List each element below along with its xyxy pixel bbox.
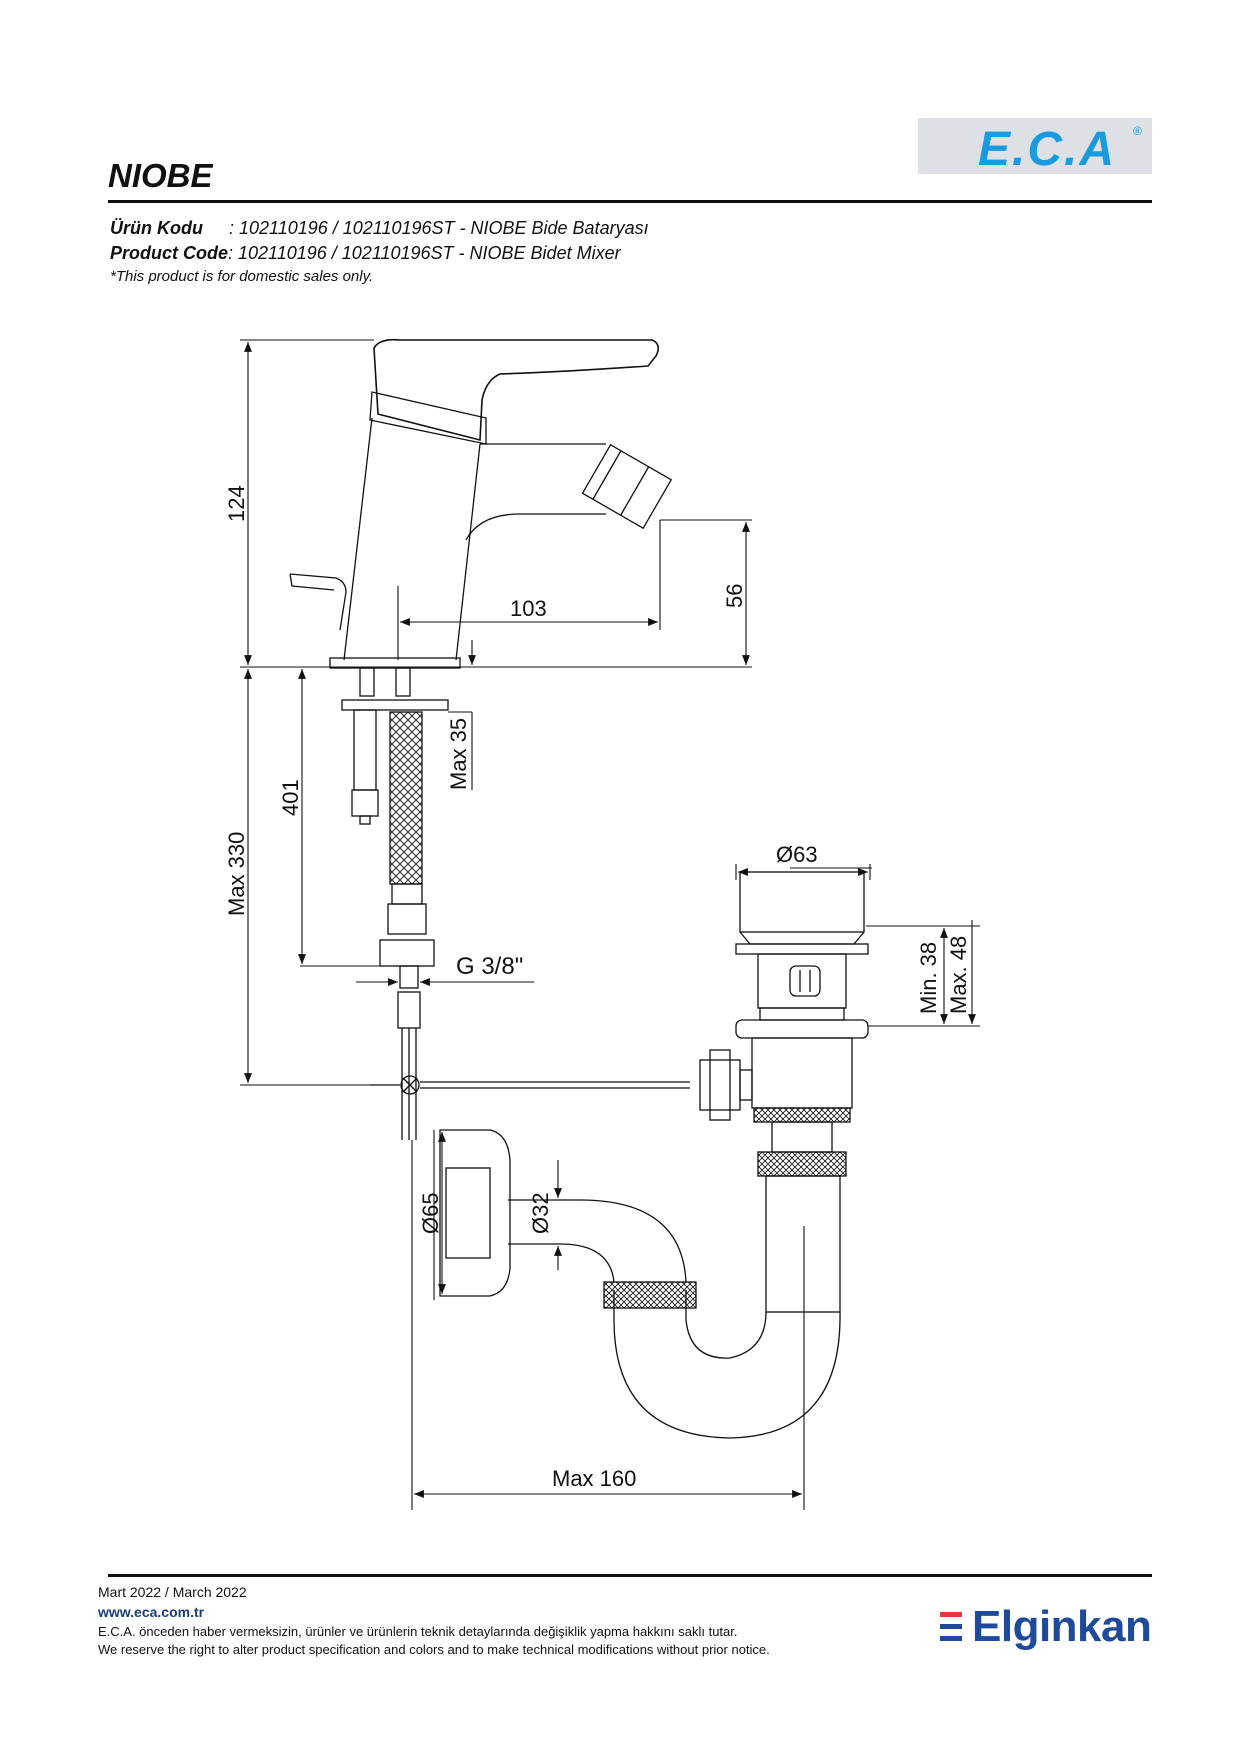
popup-linkage [370, 1075, 690, 1095]
product-code-tr-label: Ürün Kodu [110, 218, 203, 238]
domestic-note: *This product is for domestic sales only… [110, 268, 374, 285]
dim-103: 103 [510, 596, 547, 621]
disclaimer-en: We reserve the right to alter product sp… [98, 1642, 770, 1657]
page-title: NIOBE [108, 157, 213, 194]
siphon-trap [439, 1121, 847, 1439]
footer-date: Mart 2022 / March 2022 [98, 1584, 247, 1600]
dim-56: 56 [722, 584, 747, 608]
footer-rule [108, 1574, 1152, 1577]
product-code-en-label: Product Code [110, 243, 229, 263]
dim-thread: G 3/8" [456, 953, 523, 980]
registered-mark: ® [1133, 124, 1142, 138]
dim-dia-65: Ø65 [418, 1192, 443, 1234]
elginkan-logo-bar-red [940, 1612, 962, 1617]
product-code-tr-value: : 102110196 / 102110196ST - NIOBE Bide B… [228, 218, 649, 238]
mounting-fittings [341, 667, 449, 825]
elginkan-logo: Elginkan [972, 1602, 1152, 1651]
footer-url[interactable]: www.eca.com.tr [98, 1604, 205, 1620]
dim-max-35: Max 35 [446, 718, 471, 790]
dim-max-330: Max 330 [224, 832, 249, 916]
dim-max-160: Max 160 [552, 1466, 636, 1491]
header-rule [108, 200, 1152, 203]
mixer-body [289, 338, 673, 669]
dim-401: 401 [278, 779, 303, 816]
product-code-tr: Ürün Kodu : 102110196 / 102110196ST - NIO… [110, 218, 649, 239]
dim-min-38: Min. 38 [916, 942, 941, 1014]
product-code-en-value: : 102110196 / 102110196ST - NIOBE Bidet … [228, 243, 621, 263]
eca-logo: E.C.A [978, 123, 1117, 176]
eca-logo-box [918, 118, 1152, 174]
product-code-en: Product Code: 102110196 / 102110196ST - … [110, 243, 621, 264]
elginkan-logo-bar-blue-2 [940, 1636, 962, 1641]
hose-fittings [379, 883, 435, 1140]
disclaimer-tr: E.C.A. önceden haber vermeksizin, ürünle… [98, 1624, 738, 1639]
flex-hose [389, 711, 423, 885]
dim-dia-32: Ø32 [528, 1192, 553, 1234]
dim-dia-63: Ø63 [776, 842, 818, 867]
elginkan-logo-bar-blue-1 [940, 1624, 962, 1629]
waste-drain [699, 871, 869, 1123]
dim-max-48: Max. 48 [946, 936, 971, 1014]
dim-124: 124 [224, 485, 249, 522]
